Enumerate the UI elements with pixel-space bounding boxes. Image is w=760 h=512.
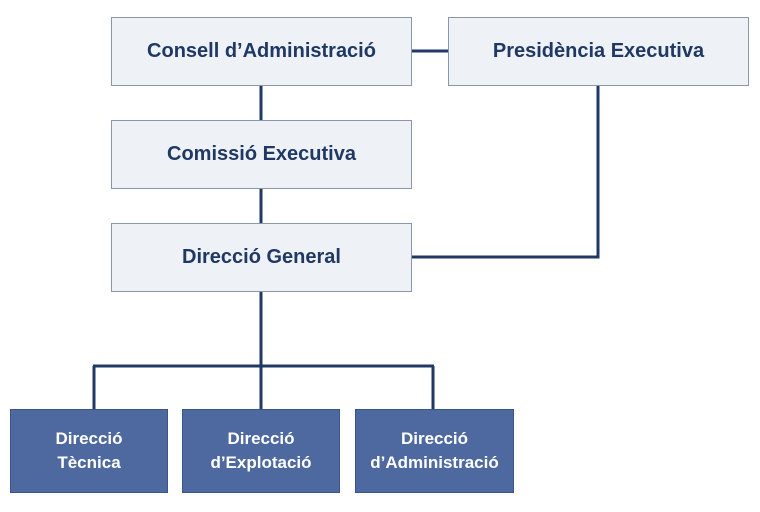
box-consell-label: Consell d’Administració	[147, 40, 376, 62]
box-presidencia-executiva: Presidència Executiva	[448, 17, 749, 86]
connector-presidencia-direccio-general	[412, 86, 600, 259]
box-administracio-line2: d’Administració	[370, 453, 499, 472]
box-direccio-general: Direcció General	[111, 223, 412, 292]
box-tecnica-line2: Tècnica	[57, 453, 121, 472]
box-direccio-tecnica: Direcció Tècnica	[10, 409, 168, 493]
box-direccio-general-label: Direcció General	[182, 246, 341, 268]
box-tecnica-line1: Direcció	[55, 429, 123, 448]
box-comissio-executiva: Comissió Executiva	[111, 120, 412, 189]
box-explotacio-line1: Direcció	[227, 429, 295, 448]
box-comissio-label: Comissió Executiva	[167, 143, 356, 165]
box-presidencia-label: Presidència Executiva	[492, 40, 705, 62]
box-consell-administracio: Consell d’Administració	[111, 17, 412, 86]
box-direccio-administracio: Direcció d’Administració	[355, 409, 514, 493]
box-administracio-line1: Direcció	[400, 429, 469, 448]
box-explotacio-line2: d’Explotació	[210, 453, 312, 472]
box-direccio-explotacio: Direcció d’Explotació	[182, 409, 340, 493]
